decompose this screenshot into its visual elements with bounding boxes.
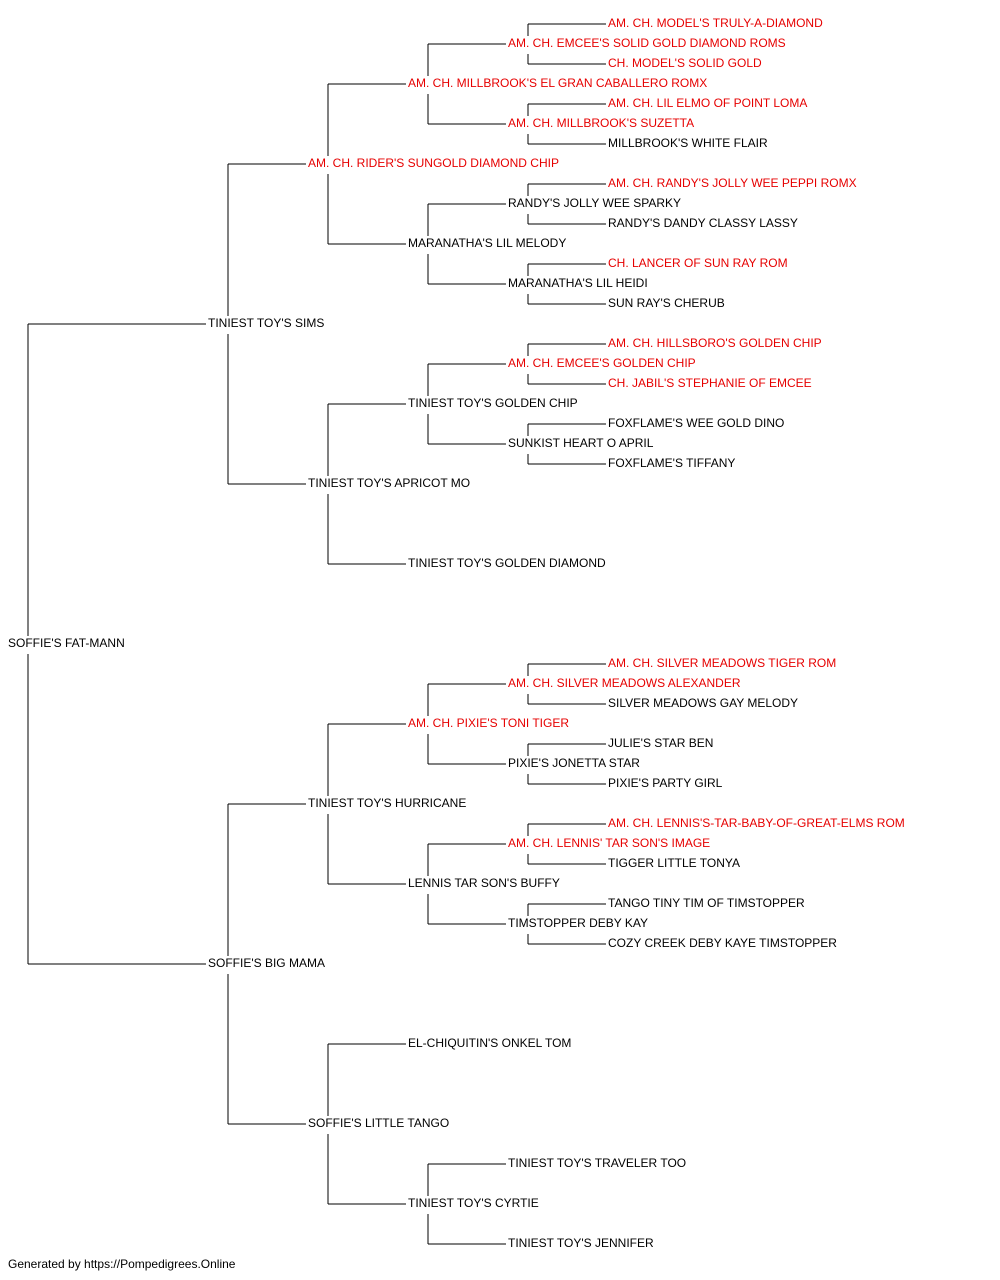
- dog-name-gen-5: AM. CH. MODEL'S TRULY-A-DIAMOND: [608, 16, 823, 30]
- dog-name-gen-5: TANGO TINY TIM OF TIMSTOPPER: [608, 896, 805, 910]
- dog-name-gen-4: AM. CH. MILLBROOK'S SUZETTA: [508, 116, 695, 130]
- dog-name-gen-4: AM. CH. EMCEE'S SOLID GOLD DIAMOND ROMS: [508, 36, 786, 50]
- dog-name-gen-3: AM. CH. MILLBROOK'S EL GRAN CABALLERO RO…: [408, 76, 708, 90]
- dog-name-gen-3: TINIEST TOY'S GOLDEN DIAMOND: [408, 556, 606, 570]
- dog-name-gen-5: MILLBROOK'S WHITE FLAIR: [608, 136, 768, 150]
- dog-name-gen-5: CH. LANCER OF SUN RAY ROM: [608, 256, 788, 270]
- dog-name-gen-3: TINIEST TOY'S GOLDEN CHIP: [408, 396, 578, 410]
- dog-name-gen-5: AM. CH. RANDY'S JOLLY WEE PEPPI ROMX: [608, 176, 857, 190]
- dog-name-gen-5: AM. CH. SILVER MEADOWS TIGER ROM: [608, 656, 837, 670]
- dog-name-gen-5: AM. CH. HILLSBORO'S GOLDEN CHIP: [608, 336, 822, 350]
- dog-name-gen-1: TINIEST TOY'S SIMS: [208, 316, 325, 330]
- dog-name-gen-2: AM. CH. RIDER'S SUNGOLD DIAMOND CHIP: [308, 156, 559, 170]
- dog-name-gen-5: SILVER MEADOWS GAY MELODY: [608, 696, 799, 710]
- dog-name-gen-5: CH. MODEL'S SOLID GOLD: [608, 56, 762, 70]
- dog-name-gen-5: AM. CH. LENNIS'S-TAR-BABY-OF-GREAT-ELMS …: [608, 816, 905, 830]
- generated-by-footer: Generated by https://Pompedigrees.Online: [8, 1257, 236, 1271]
- dog-name-gen-4: TINIEST TOY'S TRAVELER TOO: [508, 1156, 687, 1170]
- dog-name-gen-4: RANDY'S JOLLY WEE SPARKY: [508, 196, 682, 210]
- dog-name-gen-4: TINIEST TOY'S JENNIFER: [508, 1236, 654, 1250]
- dog-name-gen-4: TIMSTOPPER DEBY KAY: [508, 916, 649, 930]
- dog-name-gen-3: AM. CH. PIXIE'S TONI TIGER: [408, 716, 569, 730]
- dog-name-gen-5: CH. JABIL'S STEPHANIE OF EMCEE: [608, 376, 812, 390]
- dog-name-gen-2: SOFFIE'S LITTLE TANGO: [308, 1116, 450, 1130]
- dog-name-gen-0: SOFFIE'S FAT-MANN: [8, 636, 125, 650]
- dog-name-gen-3: LENNIS TAR SON'S BUFFY: [408, 876, 560, 890]
- dog-name-gen-3: EL-CHIQUITIN'S ONKEL TOM: [408, 1036, 572, 1050]
- dog-name-gen-4: PIXIE'S JONETTA STAR: [508, 756, 640, 770]
- dog-name-gen-2: TINIEST TOY'S HURRICANE: [308, 796, 467, 810]
- dog-name-gen-5: SUN RAY'S CHERUB: [608, 296, 725, 310]
- dog-name-gen-4: AM. CH. LENNIS' TAR SON'S IMAGE: [508, 836, 711, 850]
- dog-name-gen-5: AM. CH. LIL ELMO OF POINT LOMA: [608, 96, 808, 110]
- dog-name-gen-3: TINIEST TOY'S CYRTIE: [408, 1196, 539, 1210]
- dog-name-gen-2: TINIEST TOY'S APRICOT MO: [308, 476, 471, 490]
- dog-name-gen-4: AM. CH. SILVER MEADOWS ALEXANDER: [508, 676, 741, 690]
- dog-name-gen-1: SOFFIE'S BIG MAMA: [208, 956, 325, 970]
- dog-name-gen-5: FOXFLAME'S WEE GOLD DINO: [608, 416, 785, 430]
- dog-name-gen-4: SUNKIST HEART O APRIL: [508, 436, 654, 450]
- dog-name-gen-5: RANDY'S DANDY CLASSY LASSY: [608, 216, 798, 230]
- dog-name-gen-5: PIXIE'S PARTY GIRL: [608, 776, 723, 790]
- dog-name-gen-3: MARANATHA'S LIL MELODY: [408, 236, 567, 250]
- dog-name-gen-4: MARANATHA'S LIL HEIDI: [508, 276, 648, 290]
- dog-name-gen-5: COZY CREEK DEBY KAYE TIMSTOPPER: [608, 936, 837, 950]
- dog-name-gen-5: FOXFLAME'S TIFFANY: [608, 456, 736, 470]
- dog-name-gen-4: AM. CH. EMCEE'S GOLDEN CHIP: [508, 356, 696, 370]
- dog-name-gen-5: TIGGER LITTLE TONYA: [608, 856, 741, 870]
- dog-name-gen-5: JULIE'S STAR BEN: [608, 736, 714, 750]
